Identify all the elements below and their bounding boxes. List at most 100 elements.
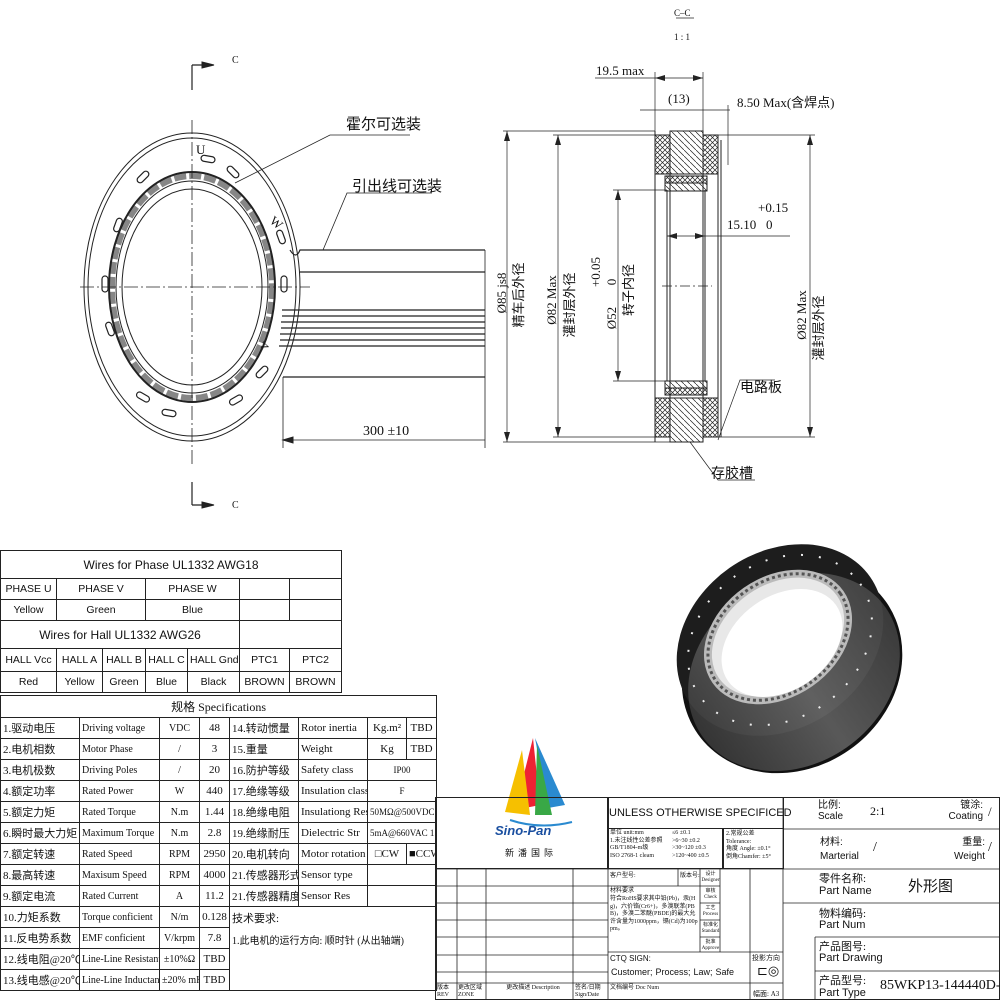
spec-value: 440 (199, 780, 230, 802)
version: 版本号: (680, 873, 700, 879)
spec-unit: Kg.m² (367, 717, 407, 739)
spec-unit: ±20% mH (159, 969, 200, 991)
tol-line: ISO 2768-1 cleam (610, 852, 654, 859)
motor-3d-render (676, 544, 903, 774)
spec-value: 3 (199, 738, 230, 760)
dim-15-10-lower: 0 (766, 217, 773, 232)
spec-name-cn: 8.最高转速 (0, 864, 80, 886)
lead-length-dim: 300 ±10 (363, 424, 410, 439)
part-type-value: 85WKP13-144440D-T (880, 978, 1000, 993)
section-mark-top: C (232, 55, 239, 66)
coating-label: 镀涂: Coating (948, 800, 983, 822)
spec-value: TBD (199, 969, 230, 991)
lead-wires (279, 249, 485, 378)
spec-unit: N.m (159, 822, 200, 844)
spec-name-en: Rated Torque (79, 801, 160, 823)
spec-name-en: Sensor type (298, 864, 368, 886)
tol-range: >30~120 ±0.3 (672, 845, 706, 851)
spec-value: 1.44 (199, 801, 230, 823)
tol-range: >6~30 ±0.2 (672, 837, 700, 844)
phase-color: Yellow (0, 599, 57, 621)
spec-name-cn: 19.绝缘耐压 (229, 822, 299, 844)
logo-subtext: 新潘国际 (505, 848, 558, 858)
spec-value: 5mA@660VAC 1S (366, 822, 438, 844)
hall-header: HALL C (145, 648, 188, 672)
hall-header: HALL Vcc (0, 648, 57, 672)
spec-name-cn: 10.力矩系数 (0, 906, 80, 928)
part-num-label-cn: 物料编码: (819, 908, 867, 920)
phase-color: Green (56, 599, 146, 621)
spec-unit: N.m (159, 801, 200, 823)
dim-13: (13) (668, 91, 690, 106)
hall-header: HALL Gnd (187, 648, 240, 672)
dim-82-right-note: 灌封层外径 (811, 295, 826, 361)
spec-unit: ±10%Ω (159, 948, 200, 970)
spec-value: 20 (199, 759, 230, 781)
leads-optional-label: 引出线可选装 (352, 179, 443, 195)
spec-value: TBD (405, 738, 438, 760)
hall-wires-title: Wires for Hall UL1332 AWG26 (0, 620, 240, 649)
spec-value: 4000 (199, 864, 230, 886)
tol-range: ≤6 ±0.1 (672, 830, 691, 836)
dim-15-10: 15.10 (727, 217, 757, 232)
part-drawing-label-cn: 产品图号: (819, 941, 867, 953)
dim-8-50: 8.50 Max(含焊点) (737, 95, 835, 110)
spec-value: 50MΩ@500VDC (366, 801, 438, 823)
dim-15-10-upper: +0.15 (758, 200, 789, 215)
part-type-label-cn: 产品型号: (819, 975, 867, 987)
role-approve: 批准 Approve (701, 940, 720, 951)
spec-value: 2.8 (199, 822, 230, 844)
hall-color: Black (187, 671, 240, 693)
spec-unit: Kg (367, 738, 407, 760)
spec-unit: □CW (367, 843, 407, 865)
logo-text: Sino-Pan (495, 823, 552, 838)
spec-value: 0.128 (199, 906, 230, 928)
hall-header: PTC1 (239, 648, 290, 672)
hall-optional-label: 霍尔可选装 (346, 117, 422, 133)
unless-specified: UNLESS OTHERWISE SPECIFICED (608, 797, 792, 829)
spec-unit: RPM (159, 864, 200, 886)
material-value: / (873, 840, 877, 855)
spec-name-cn: 21.传感器精度 (229, 885, 299, 907)
part-name-label-cn: 零件名称: (819, 873, 867, 885)
phase-header: PHASE V (56, 578, 146, 600)
spec-name-en: Insulationg Res (298, 801, 368, 823)
spec-name-en: Insulation class (298, 780, 368, 802)
spec-value: IP00 (366, 759, 438, 781)
spec-value: F (366, 780, 438, 802)
section-view (503, 17, 815, 481)
spec-name-cn: 18.绝缘电阻 (229, 801, 299, 823)
hall-color: Yellow (56, 671, 103, 693)
spec-name-en: Dielectric Str (298, 822, 368, 844)
spec-value: ■CCW (405, 843, 438, 865)
spec-name-en: Driving voltage (79, 717, 160, 739)
spec-name-en: Line-Line Resistant (79, 948, 160, 970)
role-standard: 标准化 Standard (701, 923, 720, 934)
spec-name-en: Maxisum Speed (79, 864, 160, 886)
sheet-size: 幅面: A3 (753, 990, 780, 998)
coating-value: / (988, 804, 992, 819)
hall-color: Red (0, 671, 57, 693)
tolerance-ranges: ≤6 ±0.1>6~30 ±0.2>30~120 ±0.3>120~400 ±0… (672, 830, 722, 860)
section-mark-bottom: C (232, 500, 239, 511)
role-check: 审核 Check (704, 889, 717, 900)
spec-unit: VDC (159, 717, 200, 739)
spec-unit: RPM (159, 843, 200, 865)
spec-name-en: Maximum Torque (79, 822, 160, 844)
spec-name-cn: 1.驱动电压 (0, 717, 80, 739)
tol-angle-line: 角度 Angle: ±0.1° (726, 846, 771, 852)
spec-name-en: EMF conficient (79, 927, 160, 949)
spec-unit: W (159, 780, 200, 802)
spec-name-cn: 14.转动惯量 (229, 717, 299, 739)
tech-req-1: 1.此电机的运行方向: 顺时针 (从出轴端) (232, 936, 404, 947)
dim-52: Ø52 (604, 306, 619, 330)
spec-name-en: Motor Phase (79, 738, 160, 760)
